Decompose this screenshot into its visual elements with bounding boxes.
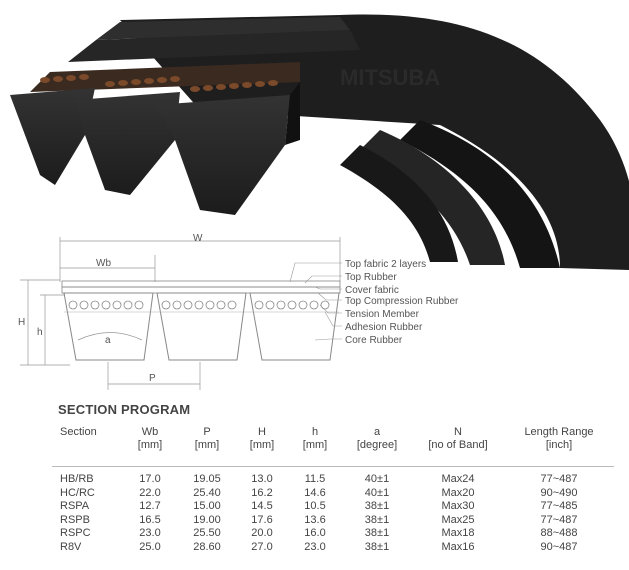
table-cell: 77~487 [540,513,578,526]
table-row: RSPA 12.7 15.00 14.5 10.5 38±1 Max30 77~485 [52,500,614,514]
table-cell: 10.5 [304,500,326,512]
column-unit: [mm] [137,439,163,451]
table-cell: 20.0 [251,527,273,539]
brand-watermark: MITSUBA [340,65,440,90]
layer-label-top-rubber: Top Rubber [345,272,397,283]
dim-W-label: W [193,233,203,244]
column-name: H [258,426,266,438]
column-header: Section [52,426,122,467]
column-header: Wb[mm] [122,426,178,467]
table-cell: 23.0 [139,527,161,539]
table-cell: 11.5 [304,473,326,485]
column-header: P[mm] [178,426,236,467]
column-header: a[degree] [342,426,412,467]
table-cell: Max16 [441,540,475,553]
table-cell: 27.0 [251,540,273,553]
column-unit: [inch] [545,439,573,451]
table-cell: 13.6 [304,513,326,526]
column-header: Length Range[inch] [504,426,614,467]
table-cell: 12.7 [139,500,161,512]
table-cell: Max30 [441,500,475,512]
column-unit: [mm] [249,439,275,451]
table-cell: 25.50 [193,527,221,539]
layer-label-tension-member: Tension Member [345,309,420,320]
column-name: Section [60,426,97,438]
column-name: P [203,426,211,438]
dim-H-label: H [18,317,25,328]
table-cell: 19.05 [193,473,221,485]
table-cell: 15.00 [193,500,221,512]
table-cell: 13.0 [251,473,273,485]
table-cell: 88~488 [540,527,578,539]
table-cell: 28.60 [193,540,221,553]
dim-Wb-label: Wb [96,258,111,269]
layer-label-cover-fabric: Cover fabric [345,285,399,296]
layer-label-top-fabric: Top fabric 2 layers [345,259,426,270]
table-cell: 17.0 [139,473,161,485]
column-header: h[mm] [288,426,342,467]
table-cell: 17.6 [251,513,273,526]
cross-section-diagram: W Wb H h a P Top fabric 2 layers Top Rub… [18,233,459,390]
column-name: N [454,426,462,438]
table-cell: 16.2 [251,486,273,499]
table-cell: RSPC [60,527,91,539]
dim-a-label: a [105,335,111,346]
table-cell: HC/RC [60,486,95,499]
dim-h-label: h [37,327,43,338]
dim-P-label: P [149,373,156,384]
table-row: RSPB 16.5 19.00 17.6 13.6 38±1 Max25 77~487 [52,514,614,528]
table-cell: 23.0 [304,540,326,553]
table-cell: 90~490 [540,486,578,499]
table-cell: 38±1 [364,513,390,526]
column-header: N[no of Band] [412,426,504,467]
table-cell: 38±1 [364,527,390,539]
table-cell: 77~485 [540,500,578,512]
table-cell: R8V [60,540,82,553]
table-cell: Max18 [441,527,475,539]
table-cell: 14.5 [251,500,273,512]
table-cell: 25.0 [139,540,161,553]
table-cell: 38±1 [364,540,390,553]
table-cell: 38±1 [364,500,390,512]
column-unit: [degree] [356,439,398,451]
table-cell: 25.40 [193,486,221,499]
column-unit: [no of Band] [428,439,488,451]
column-name: h [311,426,319,438]
table-cell: 40±1 [364,473,390,485]
table-cell: 77~487 [540,473,578,485]
layer-label-adhesion-rubber: Adhesion Rubber [345,322,423,333]
table-cell: 16.0 [304,527,326,539]
column-name: Wb [141,426,159,438]
table-row: HC/RC 22.0 25.40 16.2 14.6 40±1 Max20 90~490 [52,487,614,501]
table-cell: 40±1 [364,486,390,499]
layer-label-top-compression-rubber: Top Compression Rubber [345,296,459,307]
table-row: HB/RB 17.0 19.05 13.0 11.5 40±1 Max24 77~487 [52,467,614,487]
column-name: a [373,426,381,438]
table-cell: RSPA [60,500,90,512]
table-cell: 19.00 [193,513,221,526]
column-name: Length Range [524,426,594,438]
column-unit: [mm] [194,439,220,451]
table-cell: 14.6 [304,486,326,499]
table-row: RSPC 23.0 25.50 20.0 16.0 38±1 Max18 88~488 [52,527,614,541]
banded-v-belt-image: MITSUBA [10,14,629,270]
table-cell: Max20 [441,486,475,499]
table-cell: HB/RB [60,473,94,485]
table-cell: 16.5 [139,513,161,526]
section-program-title: SECTION PROGRAM [58,402,191,417]
column-header: H[mm] [236,426,288,467]
table-row: R8V 25.0 28.60 27.0 23.0 38±1 Max16 90~487 [52,541,614,555]
table-cell: 90~487 [540,540,578,553]
layer-label-core-rubber: Core Rubber [345,335,403,346]
table-cell: Max24 [441,473,475,485]
table-cell: RSPB [60,513,90,526]
table-cell: Max25 [441,513,475,526]
table-cell: 22.0 [139,486,161,499]
column-unit: [mm] [302,439,328,451]
